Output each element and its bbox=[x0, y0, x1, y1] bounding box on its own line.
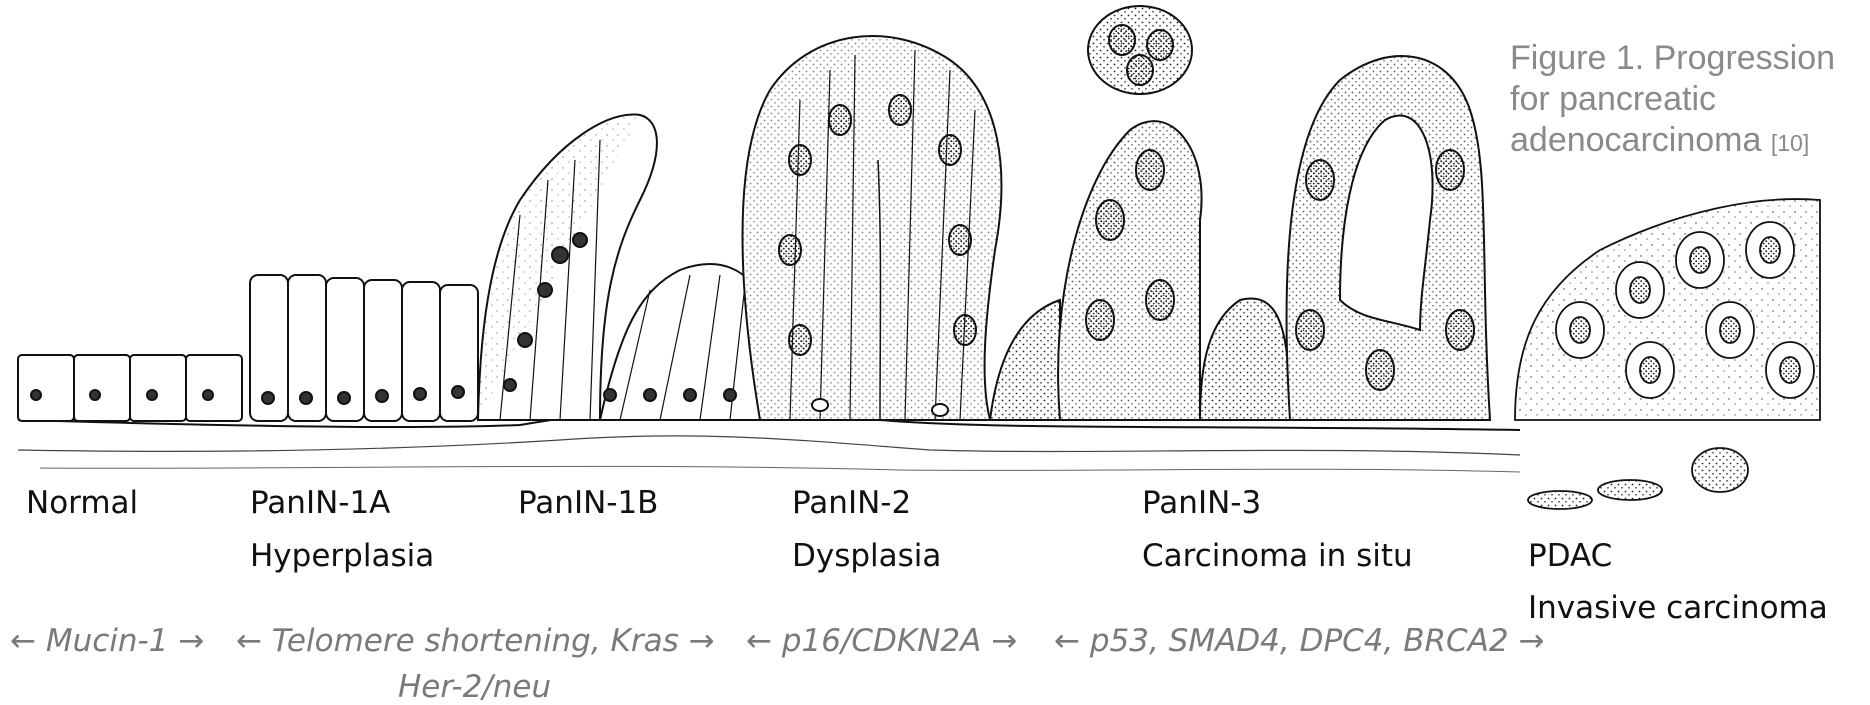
caption-reference: [10] bbox=[1771, 130, 1809, 156]
gene-her2-neu: Her-2/neu bbox=[398, 669, 551, 705]
gene-p16-cdkn2a: ← p16/CDKN2A → bbox=[746, 623, 1017, 659]
panin-2-papilla bbox=[743, 36, 1002, 420]
stage-sublabel-carcinoma-in-situ: Carcinoma in situ bbox=[1142, 538, 1413, 574]
stage-sublabel-invasive-carcinoma: Invasive carcinoma bbox=[1528, 590, 1828, 626]
gene-p53-smad4-dpc4-brca2: ← p53, SMAD4, DPC4, BRCA2 → bbox=[1054, 623, 1544, 659]
pdac-cells bbox=[1515, 199, 1820, 509]
stage-label-panin-1b: PanIN-1B bbox=[518, 485, 658, 521]
detached-cell-cluster bbox=[1088, 6, 1192, 94]
normal-cells bbox=[18, 355, 242, 421]
panin-1b-fold bbox=[478, 114, 760, 420]
stroma-lines bbox=[18, 436, 1520, 455]
stage-sublabel-hyperplasia: Hyperplasia bbox=[250, 538, 434, 574]
stage-label-panin-1a: PanIN-1A bbox=[250, 485, 390, 521]
panin-3-cells bbox=[990, 56, 1490, 420]
panin-1a-cells bbox=[250, 275, 478, 421]
stage-label-normal: Normal bbox=[26, 485, 138, 521]
stage-label-panin-3: PanIN-3 bbox=[1142, 485, 1261, 521]
stage-label-panin-2: PanIN-2 bbox=[792, 485, 911, 521]
figure-caption: Figure 1. Progression for pancreatic ade… bbox=[1510, 38, 1865, 164]
gene-telomere-kras: ← Telomere shortening, Kras → bbox=[236, 623, 715, 659]
stage-sublabel-dysplasia: Dysplasia bbox=[792, 538, 941, 574]
gene-mucin-1: ← Mucin-1 → bbox=[10, 623, 204, 659]
stage-label-pdac: PDAC bbox=[1528, 538, 1612, 574]
